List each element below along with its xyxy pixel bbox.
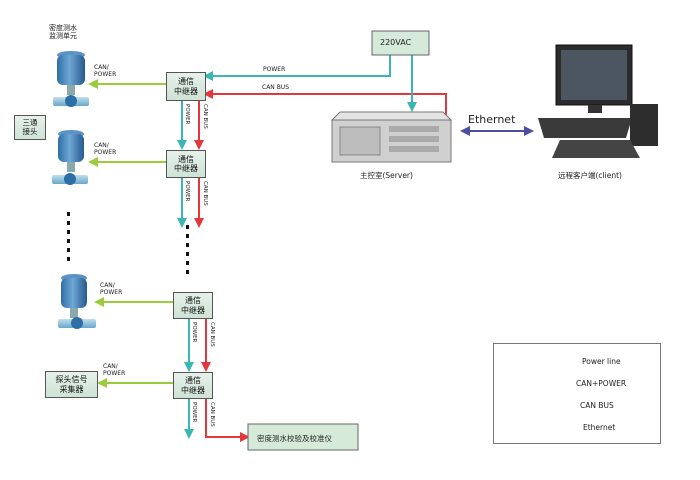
canbus-vlabel-1: CAN BUS (202, 104, 208, 129)
relay-1: 通信 中继器 (166, 72, 206, 101)
canbus-vlabel-4: CAN BUS (209, 402, 215, 427)
three-way-joint-label: 三通 接头 (14, 115, 46, 140)
legend-label-canbus: CAN BUS (580, 401, 614, 410)
power-vlabel-1: POWER (184, 104, 190, 125)
probe-signal-collector: 探头信号 采集器 (45, 371, 98, 398)
sensor-unit-1 (53, 51, 89, 107)
canbus-vlabel-2: CAN BUS (202, 181, 208, 206)
relay-2: 通信 中继器 (166, 150, 206, 178)
can-power-label-1: CAN/ POWER (94, 64, 117, 78)
power-vlabel-4: POWER (191, 402, 197, 423)
legend-label-ethernet: Ethernet (583, 423, 616, 432)
can-power-label-2: CAN/ POWER (94, 142, 117, 156)
client-computer (538, 44, 658, 158)
canbus-to-calibrator (205, 399, 250, 442)
power-vlabel-2: POWER (184, 181, 190, 202)
relay-3: 通信 中继器 (173, 292, 213, 319)
canbus-top-label: CAN BUS (262, 84, 290, 91)
sensor-unit-label: 密度测水 监测单元 (49, 24, 77, 41)
can-power-label-3: CAN/ POWER (100, 282, 123, 296)
calibrator-frame (247, 423, 359, 451)
legend (493, 343, 661, 444)
sensor-unit-3 (58, 274, 96, 329)
can-power-label-4: CAN/ POWER (103, 363, 126, 377)
continuation-dots-left (67, 212, 70, 261)
legend-label-can-power: CAN+POWER (576, 379, 627, 388)
client-caption: 远程客户端(client) (558, 171, 622, 180)
power-top-label: POWER (263, 66, 286, 73)
calibrator-label: 密度测水校验及校准仪 (257, 434, 332, 443)
power-line-top (203, 55, 391, 81)
legend-label-power: Power line (582, 357, 621, 366)
sensor-unit-2 (52, 130, 88, 185)
canbus-vlabel-3: CAN BUS (209, 322, 215, 347)
server-caption: 主控室(Server) (360, 171, 413, 180)
supply-label: 220VAC (380, 38, 412, 47)
continuation-dots-right (186, 225, 189, 274)
power-vlabel-3: POWER (191, 322, 197, 343)
ethernet-label: Ethernet (468, 113, 516, 126)
supply-box-frame (371, 30, 430, 56)
relay-4: 通信 中继器 (173, 372, 213, 399)
server-computer (330, 111, 453, 163)
canbus-line-top (203, 89, 447, 120)
